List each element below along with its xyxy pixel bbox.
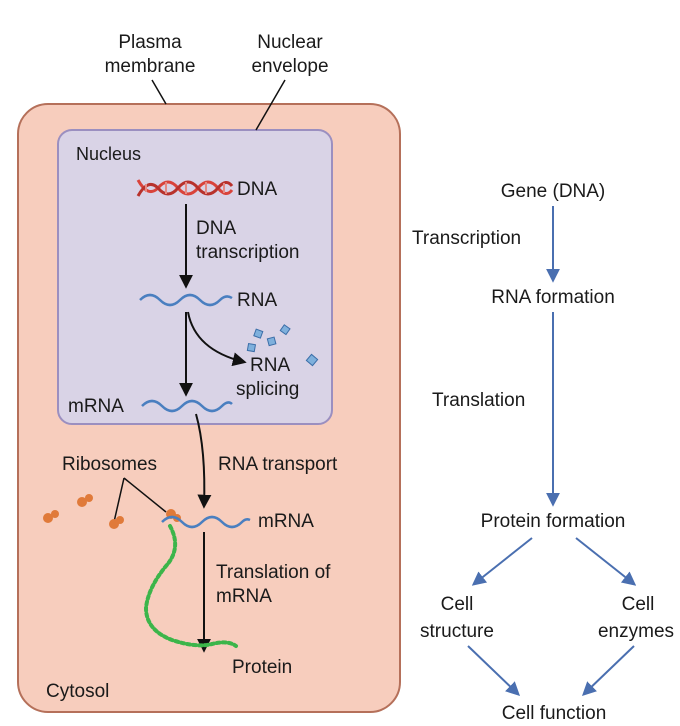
rna-label: RNA <box>237 290 277 311</box>
rna-strand-icon <box>139 293 233 307</box>
transcription-step-label: Transcription <box>412 228 521 249</box>
splicing-arrow <box>187 311 247 367</box>
translation-label-1: Translation of <box>216 562 331 583</box>
cell-structure-label-2: structure <box>420 621 494 642</box>
ribosome-leader-1 <box>113 477 125 523</box>
rna-formation-label: RNA formation <box>491 287 615 308</box>
rna-transport-arrow <box>195 413 212 509</box>
cell-enzymes-label-1: Cell <box>622 594 655 615</box>
ribosome-icon <box>43 494 181 529</box>
cell-enzymes-label-2: enzymes <box>598 621 674 642</box>
mrna-cytosol-label: mRNA <box>258 511 314 532</box>
ribosomes-label: Ribosomes <box>62 454 157 475</box>
protein-to-enzymes-arrow <box>575 537 637 586</box>
protein-formation-label: Protein formation <box>481 511 626 532</box>
rna-splicing-label-1: RNA <box>250 355 290 376</box>
ribosome-leader-2 <box>123 477 167 513</box>
protein-chain-icon <box>143 524 238 648</box>
mrna-nucleus-label: mRNA <box>68 396 124 417</box>
nuclear-envelope-label-1: Nuclear <box>257 32 323 53</box>
plasma-membrane-label-1: Plasma <box>118 32 182 53</box>
cell-function-label: Cell function <box>502 703 607 724</box>
protein-label: Protein <box>232 657 292 678</box>
cell-structure-label-1: Cell <box>441 594 474 615</box>
translation-step-label: Translation <box>432 390 525 411</box>
nuclear-envelope-label-2: envelope <box>251 56 328 77</box>
protein-to-structure-arrow <box>471 537 533 586</box>
translation-label-2: mRNA <box>216 586 272 607</box>
cytosol-label: Cytosol <box>46 681 109 702</box>
structure-to-function-arrow <box>467 645 521 696</box>
spliced-fragments-icon <box>246 324 319 367</box>
enzymes-to-function-arrow <box>581 645 635 696</box>
dna-transcription-label-1: DNA <box>196 218 236 239</box>
dna-transcription-label-2: transcription <box>196 242 300 263</box>
plasma-membrane-leader <box>151 79 167 105</box>
plasma-membrane-label-2: membrane <box>105 56 196 77</box>
nuclear-envelope-leader <box>255 79 286 131</box>
nucleus-body <box>57 129 333 425</box>
dna-label: DNA <box>237 179 277 200</box>
rna-transport-label: RNA transport <box>218 454 338 475</box>
mrna-nucleus-strand-icon <box>141 399 233 413</box>
dna-helix-icon <box>136 179 234 197</box>
gene-label: Gene (DNA) <box>501 181 606 202</box>
mrna-cytosol-strand-icon <box>161 515 251 529</box>
nucleus-label: Nucleus <box>76 144 141 164</box>
rna-splicing-label-2: splicing <box>236 379 299 400</box>
